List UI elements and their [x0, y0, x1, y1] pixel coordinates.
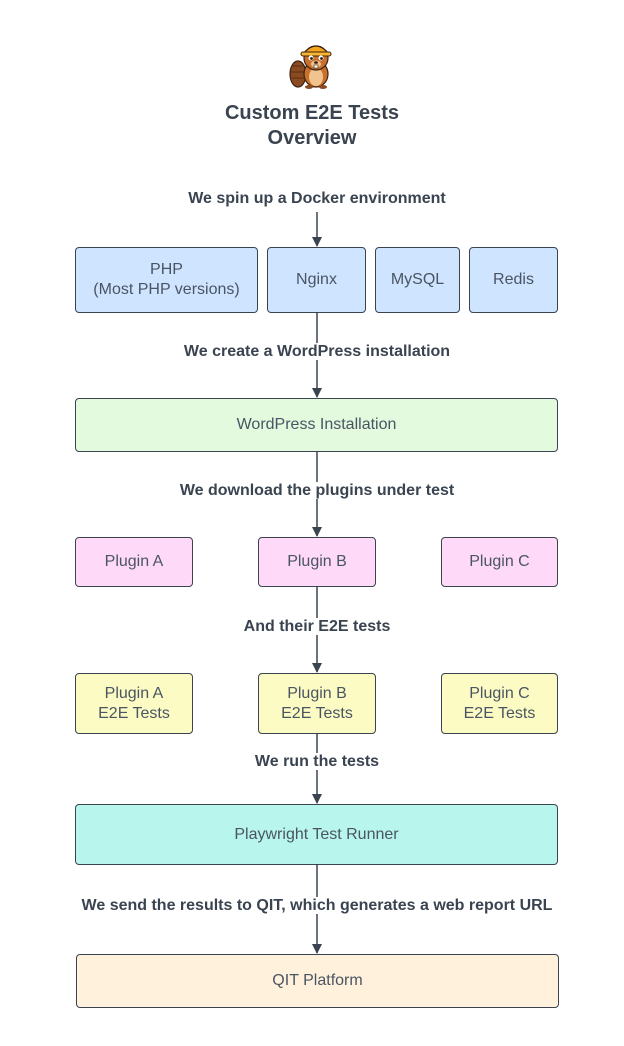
- step-docker-label: We spin up a Docker environment: [186, 190, 448, 207]
- php-box-title: PHP: [150, 261, 183, 278]
- title-line-2: Overview: [267, 127, 357, 149]
- plugin-a-tests-title: Plugin A: [104, 684, 164, 702]
- plugin-c-tests-box: Plugin C E2E Tests: [441, 673, 558, 734]
- plugin-a-label: Plugin A: [104, 553, 164, 570]
- redis-box-label: Redis: [493, 271, 534, 288]
- step-wordpress-label: We create a WordPress installation: [181, 343, 453, 360]
- playwright-test-runner-label: Playwright Test Runner: [234, 825, 399, 843]
- qit-platform-label: QIT Platform: [272, 972, 363, 989]
- mysql-box-label: MySQL: [390, 271, 445, 288]
- mysql-box: MySQL: [375, 247, 460, 313]
- plugin-c-label: Plugin C: [469, 553, 530, 570]
- plugin-c-box: Plugin C: [441, 537, 558, 587]
- plugin-a-tests-box: Plugin A E2E Tests: [75, 673, 193, 734]
- title-line-1: Custom E2E Tests: [224, 102, 400, 124]
- plugin-a-box: Plugin A: [75, 537, 193, 587]
- plugin-a-tests-subtitle: E2E Tests: [98, 704, 170, 722]
- qit-platform-box: QIT Platform: [76, 954, 559, 1008]
- plugin-c-tests-subtitle: E2E Tests: [463, 704, 536, 722]
- step-run-label: We run the tests: [252, 753, 382, 770]
- step-plugins-label: We download the plugins under test: [177, 482, 457, 499]
- page-title: Custom E2E Tests Overview: [0, 101, 624, 151]
- nginx-box: Nginx: [267, 247, 366, 313]
- php-box-subtitle: (Most PHP versions): [93, 281, 240, 298]
- wordpress-installation-label: WordPress Installation: [236, 416, 397, 433]
- plugin-b-tests-title: Plugin B: [287, 684, 347, 702]
- step-e2e-label: And their E2E tests: [241, 618, 393, 635]
- wordpress-installation-box: WordPress Installation: [75, 398, 558, 452]
- plugin-b-label: Plugin B: [287, 553, 347, 570]
- plugin-c-tests-title: Plugin C: [469, 684, 530, 702]
- plugin-b-box: Plugin B: [258, 537, 376, 587]
- plugin-b-tests-box: Plugin B E2E Tests: [258, 673, 376, 734]
- playwright-test-runner-box: Playwright Test Runner: [75, 804, 558, 865]
- redis-box: Redis: [469, 247, 558, 313]
- php-box: PHP (Most PHP versions): [75, 247, 258, 313]
- plugin-b-tests-subtitle: E2E Tests: [281, 704, 353, 722]
- nginx-box-label: Nginx: [296, 271, 337, 288]
- beaver-mascot-icon: [289, 45, 332, 89]
- step-send-label: We send the results to QIT, which genera…: [79, 897, 555, 914]
